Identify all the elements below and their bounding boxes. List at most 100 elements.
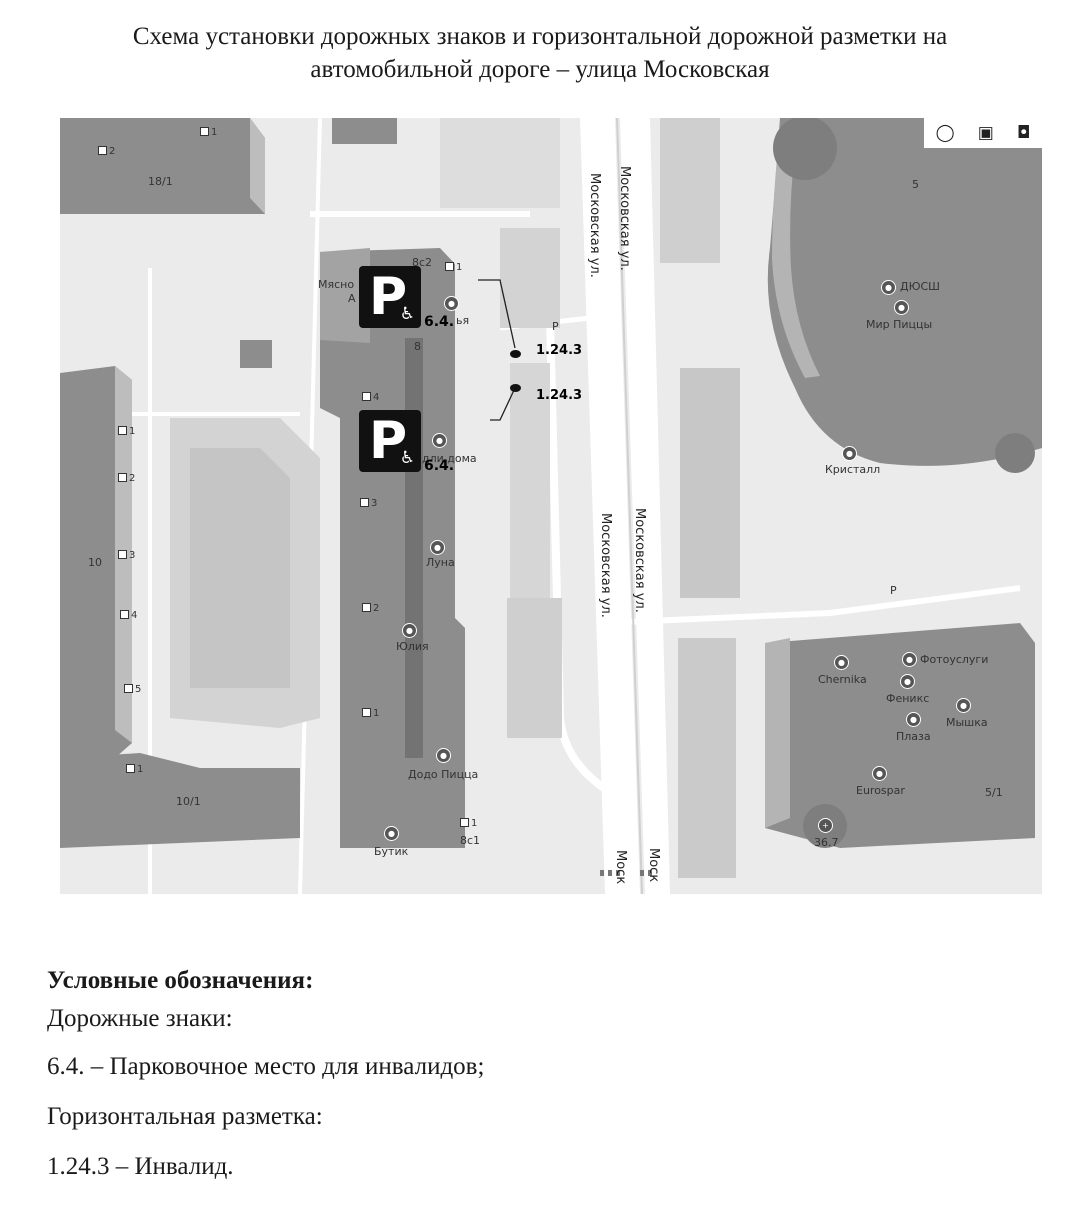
street-label-2: Московская ул. [617, 166, 632, 271]
shop-icon[interactable]: ● [430, 540, 445, 555]
poi-label: Луна [426, 556, 455, 569]
panorama-icon[interactable]: ▣ [977, 123, 994, 143]
wheelchair-icon: ♿ [399, 448, 415, 468]
shop-icon[interactable]: ● [384, 826, 399, 841]
sign-letter: P [369, 267, 408, 327]
entrance-marker: 1 [118, 426, 135, 437]
entrance-marker: 2 [118, 473, 135, 484]
legend-heading: Условные обозначения: [47, 967, 314, 994]
legend-marking-item: 1.24.3 – Инвалид. [47, 1153, 234, 1180]
building-8 [320, 248, 465, 848]
road-sign-code: 6.4. [424, 458, 455, 474]
title-line-2: автомобильной дороге – улица Московская [310, 56, 770, 83]
restaurant-icon[interactable]: ● [894, 300, 909, 315]
shop-icon[interactable]: ● [402, 623, 417, 638]
street-moskovskaya [546, 118, 670, 894]
entrance-marker: 3 [360, 498, 377, 509]
road-p-right [604, 585, 1021, 626]
building-10 [60, 366, 132, 758]
road-sign-disabled-parking[interactable]: P ♿ [359, 410, 421, 472]
street-label-6: Моск [646, 848, 661, 883]
road-sign-code: 6.4. [424, 314, 455, 330]
entrance-marker: 1 [200, 127, 217, 138]
shop-icon[interactable]: ● [906, 712, 921, 727]
legend-signs-title: Дорожные знаки: [47, 1005, 233, 1032]
sign-letter: P [369, 411, 408, 471]
building-number: 10/1 [176, 795, 201, 808]
street-label-4: Московская ул. [632, 508, 647, 613]
wheelchair-icon: ♿ [399, 304, 415, 324]
sport-icon[interactable]: ● [881, 280, 896, 295]
entrance-marker: 4 [120, 610, 137, 621]
building-top [332, 118, 397, 144]
poi-label: ья [456, 314, 470, 327]
entrance-marker: 2 [362, 603, 379, 614]
marking-code: 1.24.3 [536, 343, 583, 358]
pharmacy-icon[interactable]: + [818, 818, 833, 833]
marking-point[interactable] [510, 350, 521, 358]
island-top [500, 228, 560, 328]
shop-icon[interactable]: ● [444, 296, 459, 311]
entrance-marker: 1 [460, 818, 477, 829]
poi-label: Фотоуслуги [920, 653, 989, 666]
street-label-1: Московская ул. [587, 173, 602, 278]
building-number: 8с1 [460, 834, 481, 847]
map-base [60, 118, 1042, 894]
building-small [240, 340, 272, 368]
building-10-1 [60, 753, 300, 848]
street-label-5: Моск [613, 850, 628, 885]
building-5 [767, 118, 1042, 466]
legend-sign-item: 6.4. – Парковочное место для инвалидов; [47, 1053, 485, 1080]
poi-label: Юлия [396, 640, 429, 653]
entrance-marker: 1 [126, 764, 143, 775]
poi-label: ДЮСШ [900, 280, 940, 293]
poi-label: Мышка [946, 716, 988, 729]
shop-icon[interactable]: ● [956, 698, 971, 713]
entrance-marker: 1 [362, 708, 379, 719]
camera-icon[interactable]: ◘ [1016, 123, 1031, 143]
pizza-icon[interactable]: ● [436, 748, 451, 763]
map[interactable]: Московская ул. Московская ул. Московская… [60, 118, 1042, 894]
legend-marking-title: Горизонтальная разметка: [47, 1103, 323, 1130]
entrance-marker: 1 [445, 262, 462, 273]
marking-code: 1.24.3 [536, 388, 583, 403]
building-18-1 [60, 118, 265, 214]
shop-icon[interactable]: ● [834, 655, 849, 670]
building-number: 18/1 [148, 175, 173, 188]
poi-label: Кристалл [825, 463, 881, 476]
sign-pointers [478, 279, 516, 421]
title-line-1: Схема установки дорожных знаков и горизо… [132, 23, 948, 50]
shop-icon[interactable]: ● [842, 446, 857, 461]
legend: Условные обозначения: Дорожные знаки: 6.… [47, 966, 1037, 1180]
building-5-1 [765, 623, 1035, 848]
poi-label: дли дома [422, 452, 477, 465]
traffic-icon[interactable]: ◯ [935, 123, 955, 143]
poi-label: Феникс [886, 692, 930, 705]
entrance-marker: 5 [124, 684, 141, 695]
map-toolbar: ◯ ▣ ◘ [924, 118, 1042, 148]
building-number: 8с2 [412, 256, 433, 269]
marking-point[interactable] [510, 384, 521, 392]
entrance-marker: 3 [118, 550, 135, 561]
parking-road-label: P [552, 320, 559, 333]
entrance-marker: 2 [98, 146, 115, 157]
parking-road-label: P [890, 584, 897, 597]
shop-icon[interactable]: ● [432, 433, 447, 448]
poi-label: Chernika [818, 673, 867, 686]
poi-label: Мир Пиццы [866, 318, 933, 331]
poi-label: А [348, 292, 356, 305]
poi-label: Додо Пицца [408, 768, 479, 781]
poi-label: Плаза [896, 730, 931, 743]
entrance-marker: 4 [362, 392, 379, 403]
photo-icon[interactable]: ● [902, 652, 917, 667]
building-number: 5/1 [985, 786, 1003, 799]
building-number: 5 [912, 178, 919, 191]
shop-icon[interactable]: ● [872, 766, 887, 781]
poi-label: Мясно [318, 278, 355, 291]
building-number: 8 [414, 340, 421, 353]
poi-label: 36.7 [814, 836, 839, 849]
page-title: Схема установки дорожных знаков и горизо… [40, 20, 1040, 86]
road-sign-disabled-parking[interactable]: P ♿ [359, 266, 421, 328]
shop-icon[interactable]: ● [900, 674, 915, 689]
poi-label: Eurospar [856, 784, 905, 797]
